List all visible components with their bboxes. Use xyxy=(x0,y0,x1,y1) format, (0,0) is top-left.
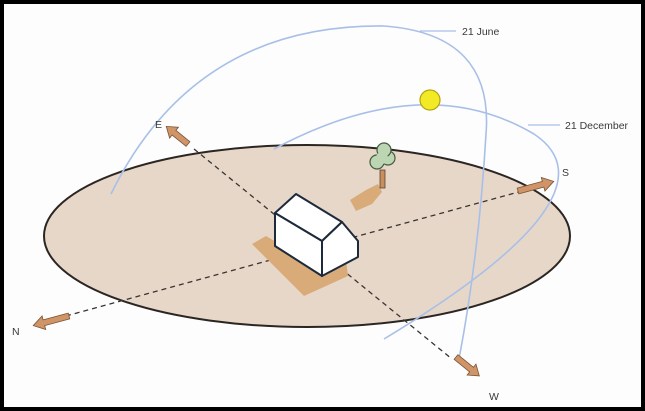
diagram-frame: 21 June 21 December E S N W xyxy=(4,4,641,407)
label-south: S xyxy=(562,167,569,179)
arrow-north xyxy=(32,312,71,331)
label-north: N xyxy=(12,326,20,338)
house-icon xyxy=(274,193,359,277)
sun-path-diagram: 21 June 21 December E S N W xyxy=(12,25,629,403)
tree-icon xyxy=(369,142,396,189)
label-21-june: 21 June xyxy=(462,26,500,38)
house-shadow xyxy=(252,236,348,296)
label-21-december: 21 December xyxy=(565,120,629,132)
sun-path-21-june xyxy=(110,25,488,360)
arrow-east xyxy=(165,125,191,147)
sun-icon xyxy=(419,89,441,111)
tree-shadow xyxy=(350,184,382,211)
sun-path-21-december xyxy=(273,104,560,340)
label-west: W xyxy=(489,391,499,403)
label-east: E xyxy=(155,119,162,131)
arrow-west xyxy=(453,354,480,377)
arrow-south xyxy=(516,176,555,195)
